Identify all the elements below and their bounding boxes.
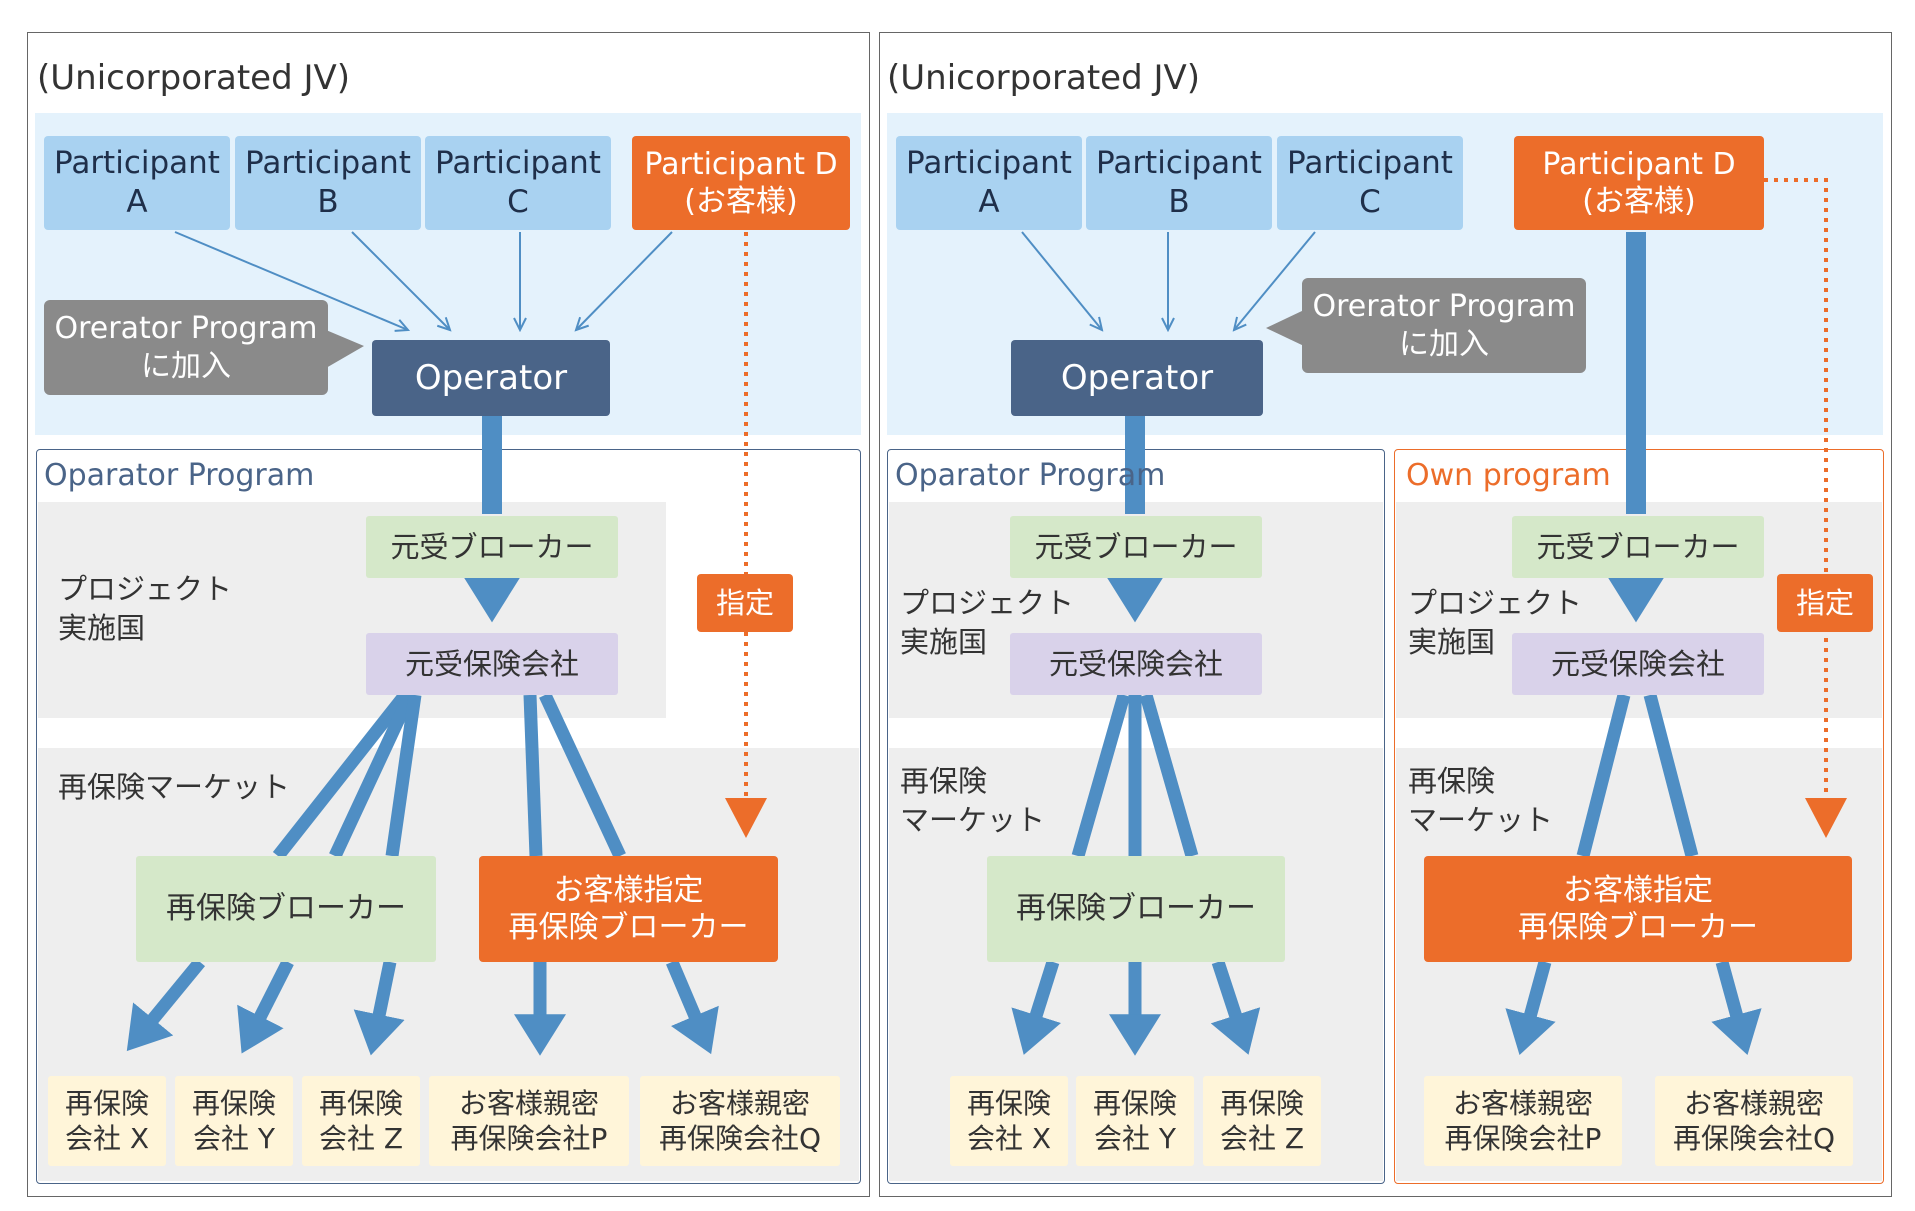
right-reinsurer-y: 再保険 会社 Y (1076, 1076, 1194, 1166)
own-original-insurer: 元受保険会社 (1512, 633, 1764, 695)
left-reinsurer-p: お客様親密 再保険会社P (429, 1076, 629, 1166)
right-operator-program-title: Oparator Program (895, 458, 1166, 493)
right-rb-to-z (1210, 959, 1261, 1055)
left-insurer-to-cb-1 (523, 694, 543, 857)
left-participant-b: Participant B (235, 136, 421, 230)
left-join-operator-program-callout: Orerator Program に加入 (44, 300, 328, 395)
left-reinsurer-y: 再保険 会社 Y (175, 1076, 293, 1166)
left-operator-program-title: Oparator Program (44, 458, 315, 493)
own-reinsurer-q: お客様親密 再保険会社Q (1655, 1076, 1853, 1166)
left-b-to-operator (351, 231, 450, 330)
left-insurer-to-rb-1 (272, 690, 411, 861)
right-insurer-to-rb-3 (1139, 693, 1199, 858)
right-rb-to-x (1011, 960, 1062, 1055)
left-jv-title: (Unicorporated JV) (37, 58, 351, 98)
left-project-country-label: プロジェクト 実施国 (58, 572, 233, 646)
own-reinsurer-p: お客様親密 再保険会社P (1424, 1076, 1622, 1166)
right-cb-to-q (1711, 960, 1762, 1056)
right-own-insurer-to-cb-1 (1576, 693, 1631, 858)
right-a-to-operator (1021, 231, 1102, 330)
own-reinsurance-market-label: 再保険 マーケット (1408, 764, 1554, 838)
right-jv-title: (Unicorporated JV) (887, 58, 1201, 98)
own-original-broker: 元受ブローカー (1512, 516, 1764, 578)
right-participant-a: Participant A (896, 136, 1082, 230)
left-designate-badge: 指定 (697, 574, 793, 632)
own-customer-designated-broker: お客様指定 再保険ブローカー (1424, 856, 1852, 962)
left-reinsurer-x: 再保険 会社 X (48, 1076, 166, 1166)
left-participant-d-customer: Participant D (お客様) (632, 136, 850, 230)
right-reinsurer-z: 再保険 会社 Z (1203, 1076, 1321, 1166)
right-op-reinsurance-market-label: 再保険 マーケット (900, 764, 1046, 838)
left-original-broker: 元受ブローカー (366, 516, 618, 578)
right-op-project-country-label: プロジェクト 実施国 (900, 586, 1075, 660)
left-a-to-operator (174, 231, 408, 330)
left-rb-to-x (126, 957, 206, 1052)
left-operator-box: Operator (372, 340, 610, 416)
right-own-insurer-to-cb-2 (1643, 693, 1699, 858)
left-participant-a: Participant A (44, 136, 230, 230)
left-insurer-to-cb-2 (539, 692, 626, 859)
right-participant-d-customer: Participant D (お客様) (1514, 136, 1764, 230)
left-insurer-to-rb-3 (385, 694, 422, 857)
left-rb-to-y (237, 959, 294, 1054)
right-cb-to-p (1505, 960, 1556, 1056)
left-customer-designated-broker: お客様指定 再保険ブローカー (479, 856, 778, 962)
right-designation-arrowhead (1805, 798, 1847, 838)
left-d-to-operator (576, 231, 673, 330)
left-reinsurer-q: お客様親密 再保険会社Q (640, 1076, 840, 1166)
left-original-insurer: 元受保険会社 (366, 633, 618, 695)
left-participant-c: Participant C (425, 136, 611, 230)
right-designate-badge: 指定 (1777, 574, 1873, 632)
right-reinsurer-x: 再保険 会社 X (950, 1076, 1068, 1166)
left-reinsurance-broker: 再保険ブローカー (136, 856, 436, 962)
own-program-title: Own program (1406, 458, 1611, 493)
right-c-to-operator (1234, 231, 1316, 330)
left-insurer-to-rb-2 (329, 692, 416, 859)
right-operator-box: Operator (1011, 340, 1263, 416)
right-reinsurance-broker: 再保険ブローカー (987, 856, 1285, 962)
right-insurer-to-rb-1 (1071, 693, 1131, 858)
left-rb-to-z (353, 960, 405, 1056)
right-participant-c: Participant C (1277, 136, 1463, 230)
left-designation-arrowhead (725, 798, 767, 838)
left-cb-to-q (666, 959, 719, 1055)
right-join-operator-program-callout: Orerator Program に加入 (1302, 278, 1586, 373)
left-reinsurance-market-label: 再保険マーケット (58, 770, 291, 804)
right-original-broker: 元受ブローカー (1010, 516, 1262, 578)
own-project-country-label: プロジェクト 実施国 (1408, 586, 1583, 660)
right-original-insurer: 元受保険会社 (1010, 633, 1262, 695)
right-participant-b: Participant B (1086, 136, 1272, 230)
right-designation-dotted (1764, 178, 1828, 800)
left-reinsurer-z: 再保険 会社 Z (302, 1076, 420, 1166)
